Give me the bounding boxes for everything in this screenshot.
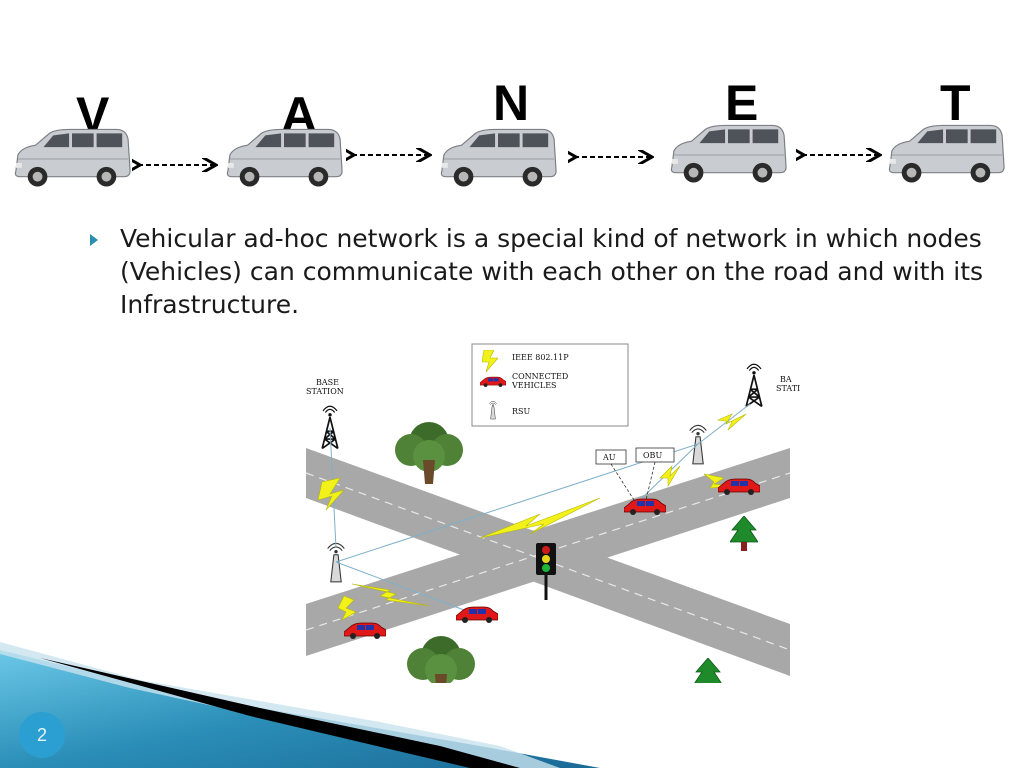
base-station-right-label-1: BA	[780, 375, 792, 384]
base-station-right-icon	[745, 363, 763, 408]
slide-number: 2	[19, 712, 65, 758]
van-5	[888, 124, 1005, 184]
pine-tree-right-icon	[730, 516, 758, 552]
link-arrow-4	[796, 148, 884, 162]
van-3	[440, 128, 557, 188]
au-label: AU	[602, 453, 616, 462]
rsu-left-icon	[327, 542, 345, 583]
legend-vehicles-label: VEHICLES	[511, 381, 557, 390]
obu-label: OBU	[643, 451, 662, 460]
legend-rsu-label: RSU	[512, 407, 531, 416]
bullet-text: Vehicular ad-hoc network is a special ki…	[120, 224, 984, 319]
heading-letter-n: N	[493, 75, 530, 131]
link-arrow-2	[346, 148, 434, 162]
link-arrow-1	[132, 158, 220, 172]
vanet-diagram: IEEE 802.11P CONNECTED VEHICLES RSU BASE…	[305, 343, 800, 683]
tree-top-icon	[395, 422, 463, 484]
link-arrow-3	[568, 150, 656, 164]
van-4	[670, 124, 787, 184]
van-1	[14, 128, 131, 188]
legend-ieee-label: IEEE 802.11P	[512, 353, 569, 362]
footer-decoration	[0, 642, 600, 768]
heading-letter-e: E	[725, 75, 759, 131]
bullet-point: Vehicular ad-hoc network is a special ki…	[90, 222, 1000, 321]
triangle-bullet-icon	[90, 234, 98, 246]
base-station-left-label-1: BASE	[316, 378, 339, 387]
legend-connected-label: CONNECTED	[512, 372, 568, 381]
traffic-light-icon	[536, 543, 556, 600]
base-station-right-label-2: STATI	[776, 384, 800, 393]
base-station-left-label-2: STATION	[306, 387, 344, 396]
heading-letter-t: T	[940, 75, 971, 131]
van-2	[226, 128, 343, 188]
base-station-left-icon	[321, 405, 339, 450]
